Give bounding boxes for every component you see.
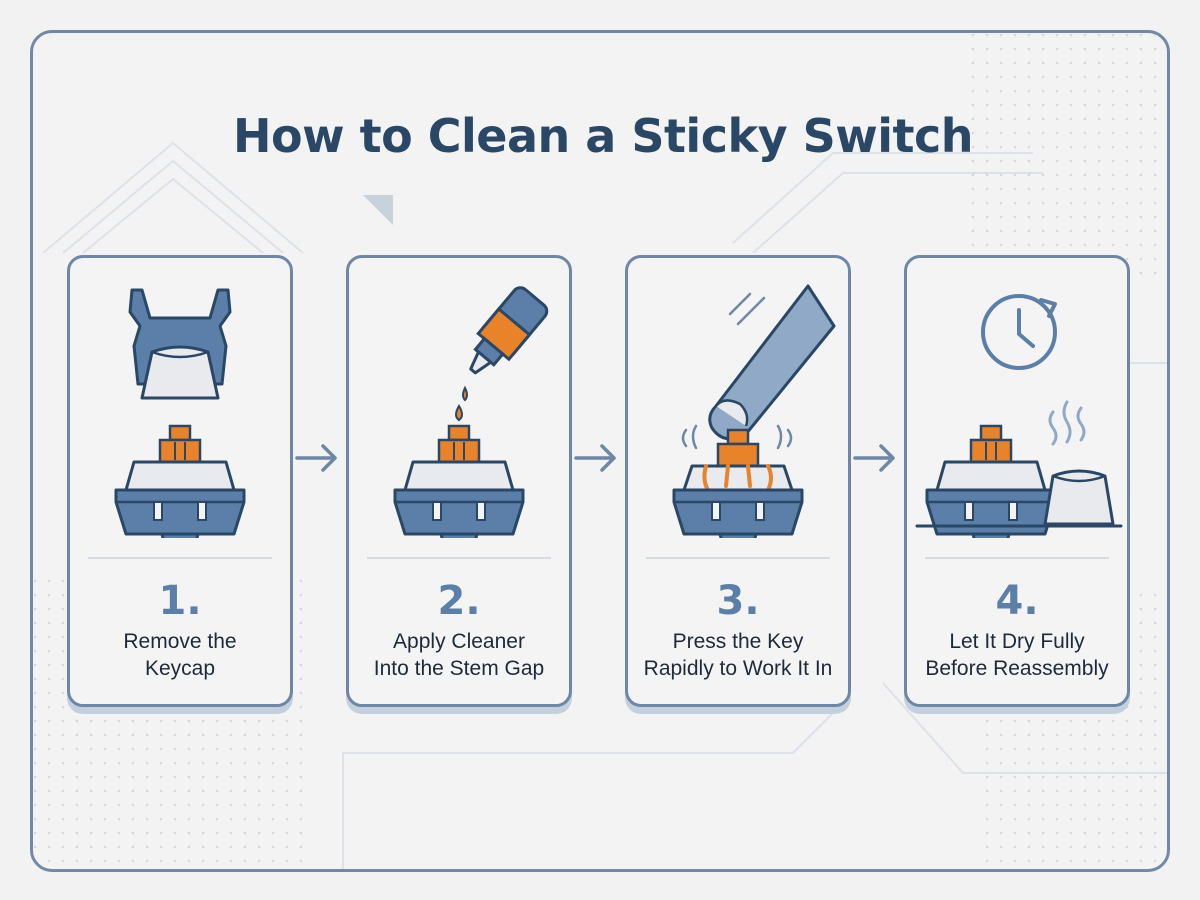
step-label: Let It Dry Fully Before Reassembly	[911, 628, 1123, 682]
step-card-4: 4. Let It Dry Fully Before Reassembly	[904, 255, 1130, 707]
step-label-line: Into the Stem Gap	[373, 657, 545, 680]
step-label: Press the Key Rapidly to Work It In	[632, 628, 844, 682]
step-card-1: 1. Remove the Keycap	[67, 255, 293, 707]
page-title: How to Clean a Sticky Switch	[233, 109, 973, 163]
step-label-line: Before Reassembly	[925, 657, 1109, 680]
keycap-puller-icon	[114, 288, 246, 538]
step-label-line: Rapidly to Work It In	[643, 657, 833, 680]
step-number: 3.	[716, 578, 760, 624]
finger-press-icon	[672, 284, 836, 538]
step-card-2: 2. Apply Cleaner Into the Stem Gap	[346, 255, 572, 707]
cleaner-bottle-icon	[393, 286, 549, 538]
step-label-line: Apply Cleaner	[393, 630, 525, 653]
step-number: 1.	[158, 578, 202, 624]
arrow-right-icon	[574, 444, 616, 472]
clock-icon	[915, 294, 1123, 538]
arrow-right-icon	[295, 444, 337, 472]
step-label: Apply Cleaner Into the Stem Gap	[353, 628, 565, 682]
step-label-line: Press the Key	[672, 630, 804, 653]
step-number: 2.	[437, 578, 481, 624]
card-divider	[367, 557, 551, 559]
step-number: 4.	[995, 578, 1039, 624]
infographic-frame: How to Clean a Sticky Switch	[30, 30, 1170, 872]
card-divider	[925, 557, 1109, 559]
step-label-line: Keycap	[144, 657, 216, 680]
card-divider	[88, 557, 272, 559]
step-label: Remove the Keycap	[74, 628, 286, 682]
card-divider	[646, 557, 830, 559]
step-card-3: 3. Press the Key Rapidly to Work It In	[625, 255, 851, 707]
arrow-right-icon	[853, 444, 895, 472]
step-label-line: Remove the	[123, 630, 237, 653]
step-label-line: Let It Dry Fully	[949, 630, 1085, 653]
